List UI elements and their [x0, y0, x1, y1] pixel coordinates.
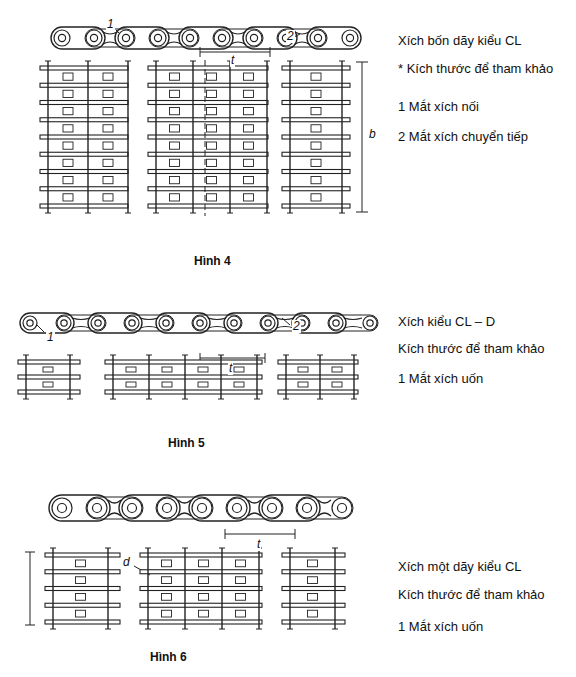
callout-number: 2 [292, 320, 301, 333]
chain-side-view [40, 61, 131, 213]
figure-title: Xích bốn dãy kiểu CL [398, 34, 522, 48]
note: Kích thước để tham khảo [398, 588, 545, 602]
chain-top-view [20, 313, 378, 333]
legend-note: 1 Mắt xích nối [398, 100, 479, 114]
figure-caption: Hình 6 [150, 651, 187, 664]
legend-note: 1 Mắt xích uốn [398, 620, 483, 634]
callout-number: 1 [46, 331, 55, 344]
callout-number: 1 [106, 18, 115, 31]
chain-top-view [49, 495, 353, 521]
chain-side-view [282, 548, 345, 629]
chain-side-view [282, 61, 350, 213]
chain-side-view [18, 355, 80, 399]
figure-title: Xích một dãy kiểu CL [398, 560, 522, 574]
figure-title: Xích kiểu CL – D [398, 315, 495, 329]
chain-side-view [140, 548, 262, 629]
legend-note: 2 Mắt xích chuyển tiếp [398, 130, 528, 144]
chain-side-view [105, 355, 262, 399]
callout-number: 2 [286, 30, 295, 43]
dimension-label: d [122, 556, 131, 569]
note: * Kích thước để tham khảo [398, 62, 553, 76]
chain-side-view [148, 61, 270, 213]
legend-note: 1 Mắt xích uốn [398, 372, 483, 386]
chain-side-view [278, 355, 358, 399]
dimension-label: t [256, 538, 261, 551]
chain-side-view [45, 548, 120, 629]
dimension-label: b [368, 128, 377, 141]
figure-caption: Hình 4 [194, 255, 231, 268]
leader-lines [25, 30, 368, 625]
note: Kích thước để tham khảo [398, 342, 545, 356]
dimension-label: t [228, 362, 233, 375]
chain-top-view [51, 27, 361, 49]
figure-caption: Hình 5 [168, 437, 205, 450]
center-line [205, 60, 206, 216]
dimension-label: t [230, 54, 235, 67]
